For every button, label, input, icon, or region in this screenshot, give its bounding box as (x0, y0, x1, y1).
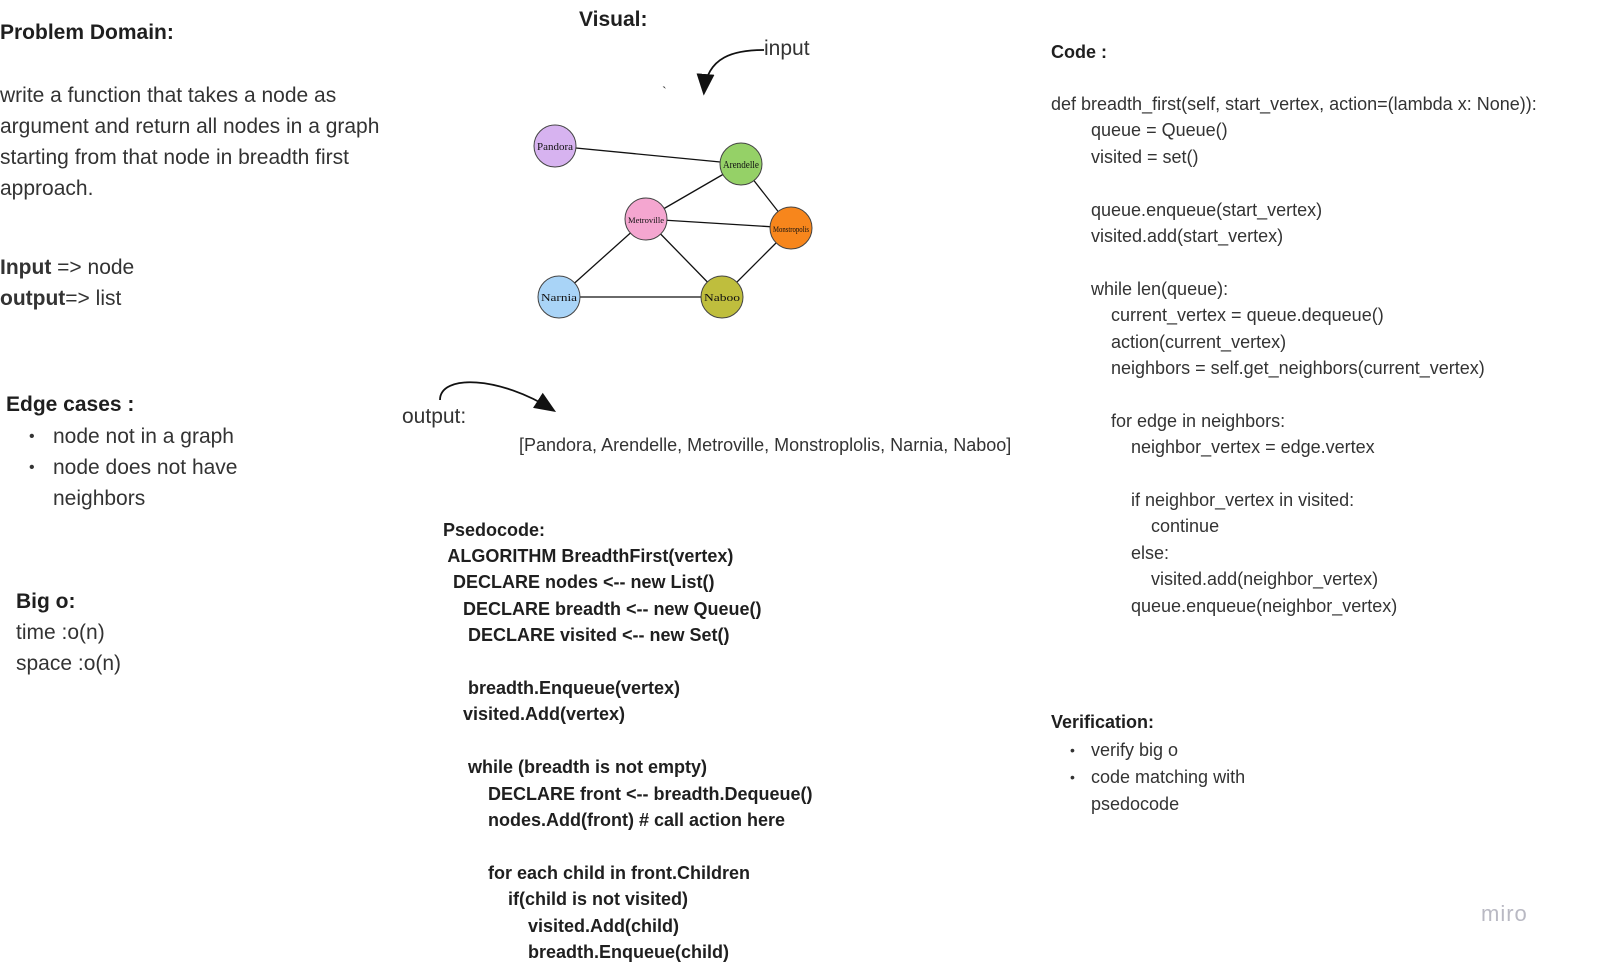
node-label: Monstropolis (773, 224, 809, 234)
node-circle (533, 124, 577, 168)
pseudocode-line: DECLARE breadth <-- new Queue() (443, 598, 762, 619)
graph-edge (554, 145, 742, 165)
visual-output-value: [Pandora, Arendelle, Metroville, Monstro… (519, 435, 1012, 455)
graph-node-arendelle: Arendelle (719, 142, 763, 186)
code-line: queue.enqueue(start_vertex) (1051, 199, 1323, 220)
graph-node-naboo: Naboo (700, 275, 744, 319)
input-arrow (696, 49, 765, 96)
node-circle (769, 206, 813, 250)
node-label: Naboo (704, 292, 741, 304)
code-line: while len(queue): (1051, 278, 1229, 299)
verification-title: Verification: (1051, 712, 1155, 732)
pseudocode-line: breadth.Enqueue(child) (443, 942, 730, 962)
list-item: code matching with psedocode (1051, 764, 1271, 818)
node-label: Narnia (541, 292, 577, 304)
output-label: output (0, 287, 66, 310)
code-line: for edge in neighbors: (1051, 410, 1286, 431)
node-circle (719, 142, 763, 186)
code-line: continue (1051, 516, 1220, 537)
pseudocode-line: visited.Add(vertex) (443, 704, 626, 725)
edge-cases-list: node not in a graph node does not have n… (6, 421, 306, 514)
code-line: action(current_vertex) (1051, 331, 1287, 352)
code-line: neighbor_vertex = edge.vertex (1051, 437, 1375, 458)
output-value: => list (65, 287, 122, 310)
visual-output-label: output: (402, 405, 467, 428)
node-label: Arendelle (723, 160, 760, 171)
pseudocode-line: ALGORITHM BreadthFirst(vertex) (443, 546, 734, 566)
graph-edge (645, 218, 792, 229)
pseudocode-title: Psedocode: (443, 520, 546, 540)
code-line: current_vertex = queue.dequeue() (1051, 305, 1384, 326)
list-item: node does not have neighbors (6, 452, 263, 514)
verification-list: verify big o code matching with psedocod… (1051, 737, 1291, 818)
tick-mark: ` (662, 85, 667, 100)
code-line: visited = set() (1051, 146, 1199, 167)
graph-node-pandora: Pandora (533, 124, 577, 168)
code-line: neighbors = self.get_neighbors(current_v… (1051, 358, 1485, 378)
input-value: => node (51, 256, 135, 279)
big-o-space: space :o(n) (16, 652, 122, 675)
pseudocode-line: for each child in front.Children (443, 862, 751, 883)
code-line: visited.add(neighbor_vertex) (1051, 569, 1379, 590)
problem-domain-title: Problem Domain: (0, 21, 174, 44)
code-title: Code : (1051, 42, 1107, 62)
problem-description: write a function that takes a node as ar… (0, 84, 380, 200)
graph-node-metroville: Metroville (624, 197, 668, 241)
pseudocode-line: DECLARE front <-- breadth.Dequeue() (443, 783, 813, 804)
code-line: else: (1051, 542, 1170, 563)
visual-title: Visual: (579, 8, 648, 31)
list-item: verify big o (1051, 737, 1291, 764)
node-label: Pandora (537, 141, 573, 153)
node-circle (537, 275, 581, 319)
pseudocode-line: visited.Add(child) (443, 915, 680, 936)
miro-logo: miro (1481, 901, 1528, 926)
graph-node-narnia: Narnia (537, 275, 581, 319)
input-line: Input => node (0, 256, 134, 280)
code-line: visited.add(start_vertex) (1051, 226, 1284, 246)
edge-cases-title: Edge cases : (6, 393, 135, 416)
node-circle (624, 197, 668, 241)
code-line: def breadth_first(self, start_vertex, ac… (1051, 94, 1537, 114)
pseudocode-line: while (breadth is not empty) (443, 757, 708, 778)
node-circle (700, 275, 744, 319)
pseudocode-line: breadth.Enqueue(vertex) (443, 678, 681, 698)
pseudocode-line: nodes.Add(front) # call action here (443, 810, 786, 830)
code-line: queue.enqueue(neighbor_vertex) (1051, 595, 1398, 616)
big-o-title: Big o: (16, 590, 76, 613)
graph-nodes: PandoraArendelleMetrovilleMonstropolisNa… (533, 124, 813, 319)
input-label: Input (0, 256, 52, 279)
pseudocode-line: DECLARE nodes <-- new List() (443, 572, 715, 593)
graph-node-monstropolis: Monstropolis (769, 206, 813, 250)
visual-input-label: input (764, 37, 810, 60)
code-line: if neighbor_vertex in visited: (1051, 490, 1355, 510)
list-item: node not in a graph (6, 421, 306, 452)
big-o-time: time :o(n) (16, 621, 105, 644)
node-label: Metroville (628, 215, 664, 225)
code-line: queue = Queue() (1051, 120, 1228, 141)
pseudocode-line: DECLARE visited <-- new Set() (443, 625, 730, 646)
pseudocode-line: if(child is not visited) (443, 889, 689, 910)
output-arrow (439, 381, 557, 412)
output-line: output=> list (0, 287, 121, 311)
